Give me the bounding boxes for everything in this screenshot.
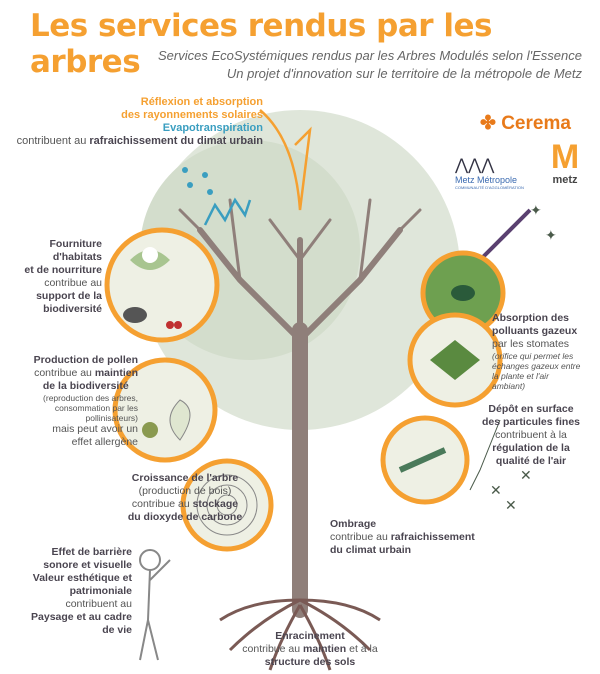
metz-logo-text: metz <box>552 174 578 186</box>
pollen-service: Production de pollen contribue au mainti… <box>34 354 138 449</box>
particles: ✕✕✕✦✦ <box>490 202 557 513</box>
solar-label-2: des rayonnements solaires <box>121 109 263 121</box>
text: rafraichissement du dimat urbain <box>89 135 263 147</box>
sun-arrow <box>259 109 312 211</box>
text: contribue au <box>44 277 102 289</box>
text: et à la <box>346 643 378 655</box>
metz-metropole-text: Metz Métropole <box>455 175 518 185</box>
text: rafraichissement <box>390 531 475 543</box>
svg-text:✕: ✕ <box>505 497 517 513</box>
text: Absorption des <box>492 312 570 324</box>
text: sonore et visuelle <box>43 559 132 571</box>
text: contribue au <box>34 367 95 379</box>
text: structure des sols <box>264 656 356 668</box>
text: maintien <box>94 367 138 379</box>
metz-metropole-sub: COMMUNAUTÉ D'AGGLOMÉRATION <box>455 185 524 190</box>
text: (reproduction des arbres, <box>43 393 138 403</box>
svg-text:✕: ✕ <box>520 467 532 483</box>
text: échanges gazeux entre <box>492 361 581 371</box>
text: contribuent au <box>16 135 90 147</box>
shade-service: Ombrage contribue au rafraichissement du… <box>330 518 475 557</box>
text: (production de bois) <box>138 485 232 497</box>
text: des particules fines <box>481 416 581 428</box>
svg-text:✦: ✦ <box>545 227 557 243</box>
text: la plante et l'air <box>492 371 549 381</box>
pollutants-service: Absorption des polluants gazeux par les … <box>492 312 597 391</box>
text: Valeur esthétique et <box>32 572 132 584</box>
person-silhouette <box>139 549 171 661</box>
connector <box>469 419 501 491</box>
text: Enracinement <box>275 630 345 642</box>
text: Production de pollen <box>33 354 138 366</box>
text: du dioxyde de carbone <box>127 511 243 523</box>
text: Fourniture <box>49 238 103 250</box>
evapo-label: Evapotranspiration <box>162 122 263 134</box>
text: régulation de la <box>492 442 570 454</box>
text: Croissance de l'arbre <box>131 472 239 484</box>
text: (orifice qui permet les <box>492 351 574 361</box>
roots <box>219 598 381 671</box>
particles-service: Dépôt en surface des particules fines co… <box>472 403 590 468</box>
text: mais peut avoir un <box>52 423 138 435</box>
roots-service: Enracinement contribue au maintien et à … <box>230 630 390 669</box>
text: qualité de l'air <box>495 455 567 467</box>
text: consommation par les <box>54 403 138 413</box>
text: pollinisateurs) <box>85 413 138 423</box>
circle-icons <box>123 247 480 536</box>
text: Paysage et au cadre <box>31 611 132 623</box>
svg-text:✦: ✦ <box>530 202 542 218</box>
page-title: Les services rendus par les arbres <box>30 8 492 80</box>
text: patrimoniale <box>69 585 132 597</box>
solar-label-1: Réflexion et absorption <box>140 96 263 108</box>
tree-branches <box>178 198 422 618</box>
cerema-logo-text: Cerema <box>501 113 571 134</box>
text: contribue au <box>242 643 303 655</box>
text: Dépôt en surface <box>488 403 574 415</box>
wood-service: Croissance de l'arbre (production de boi… <box>110 472 260 524</box>
subtitle: Services EcoSystémiques rendus par les A… <box>158 48 582 63</box>
text: de la biodiversité <box>42 380 129 392</box>
text: contribue au <box>131 498 193 510</box>
text: polluants gazeux <box>492 325 578 337</box>
text: contribuent au <box>65 598 132 610</box>
text: et de nourriture <box>24 264 102 276</box>
text: contribue au <box>330 531 391 543</box>
text: effet allergène <box>71 436 138 448</box>
text: par les stomates <box>492 338 570 350</box>
text: d'habitats <box>52 251 102 263</box>
habitat-circle <box>104 227 220 343</box>
cerema-logo: ✤ Cerema <box>480 113 571 134</box>
evapo-arrow <box>203 197 252 226</box>
barrier-service: Effet de barrière sonore et visuelle Val… <box>31 546 132 637</box>
text: contribuent à la <box>495 429 567 441</box>
svg-text:✕: ✕ <box>490 482 502 498</box>
habitat-service: Fourniture d'habitats et de nourriture c… <box>24 238 102 316</box>
pollen-circle <box>112 357 218 463</box>
text: maintien <box>303 643 347 655</box>
text: ambiant) <box>492 381 526 391</box>
water-drops <box>182 167 213 195</box>
text: de vie <box>102 624 132 636</box>
text: Ombrage <box>330 518 377 530</box>
solar-service: Réflexion et absorption des rayonnements… <box>17 96 263 148</box>
subtitle-project: Un projet d'innovation sur le territoire… <box>226 66 582 81</box>
text: support de la <box>36 290 102 302</box>
text: du climat urbain <box>330 544 412 556</box>
text: biodiversité <box>43 303 102 315</box>
text: Effet de barrière <box>51 546 132 558</box>
text: stockage <box>192 498 239 510</box>
wood-circle <box>180 458 274 552</box>
